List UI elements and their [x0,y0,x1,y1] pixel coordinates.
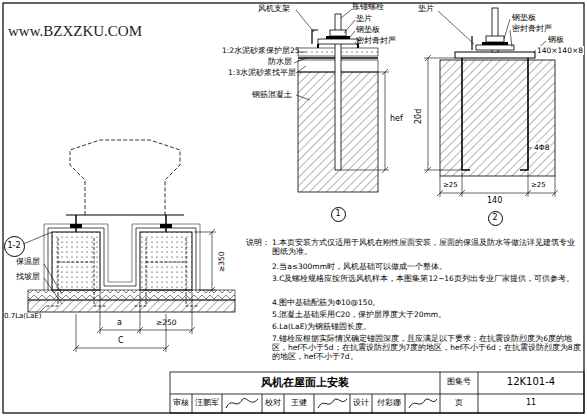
annotation-label: 0.7La(LaE) [4,312,41,320]
note-text: 2.当a≤300mm时，风机基础可以做成一个整体。 [272,262,582,271]
annotation-label: ≥250 [156,318,177,327]
annotation-label: 风机支架 [258,4,290,14]
title-block-cell: 11 [478,398,584,408]
annotation-label: 140 [487,196,502,206]
title-block-cell: 图集号 [440,377,478,387]
note-text: 5.混凝土基础采用C20，保护层厚度大于20mm。 [272,310,582,319]
title-block-cell: 汪鹏军 [192,398,222,407]
callout-circle: 1 [331,207,346,222]
annotation-label: 钢板 [548,35,564,44]
annotation-label: 1:2水泥砂浆保护层25 [222,46,300,55]
annotation-label: 4Φ8 [533,143,550,152]
note-text: 4.图中基础配筋为Φ10@150。 [272,298,582,307]
annotation-label: 密封膏封严 [512,24,552,33]
annotation-label: 垫片 [418,4,434,13]
annotation-label: C [118,336,124,346]
annotation-label: ≥350 [217,251,226,272]
annotation-label: 140×140×8 [536,46,584,55]
annotation-label: 1:3水泥砂浆找平层 [228,68,296,77]
callout-number: 1-2 [7,242,20,250]
title-block-cell: 王健 [284,398,314,407]
annotation-label: hef [389,114,404,124]
title-block-cell: 审核 [170,398,192,407]
title-block-cell: 付彩娜 [372,398,405,407]
note-text: 1.本页安装方式仅适用于风机在刚性屋面安装，屋面的保温及防水等做法详见建筑专业图… [272,238,582,256]
title-block-cell: 校对 [262,398,284,407]
annotation-label: ≥25 [442,181,459,189]
title-block-cell: 页 [440,398,478,407]
annotation-label: 密封膏封严 [356,36,396,45]
annotation-label: 防水层 [268,57,292,66]
note-text: 6.La(LaE)为钢筋锚固长度。 [272,322,582,331]
annotation-label: 胀锚螺栓 [352,2,384,11]
annotation-label: 垫片 [356,14,372,23]
note-text: 7.锚栓应根据实际情况确定锚固深度，且应满足以下要求：在抗震设防烈度为6度的地区… [272,334,582,361]
watermark: www.BZXZKU.COM [8,22,142,40]
title-block-cell: 12K101-4 [478,376,584,388]
callout-circle: 1-2 [4,236,25,257]
drawing-title: 风机在屋面上安装 [170,376,440,389]
title-block-cell: 设计 [350,398,372,407]
annotation-label: 保温层 [16,257,40,266]
callout-circle: 2 [488,211,503,226]
annotation-label: 钢垫板 [512,13,536,22]
annotation-label: 20d [414,109,424,124]
annotation-label: 钢垫板 [356,25,380,34]
annotation-label: a [117,318,122,328]
annotation-label: 钢筋混凝土 [252,90,292,99]
annotation-label: ≥25 [530,181,547,189]
callout-number: 2 [492,214,497,222]
callout-number: 1 [335,210,340,218]
annotation-label: 说明： [246,238,270,247]
note-text: 3.C及螺栓规格应按所选风机样本，本图集第12~16页列出专业厂家提供，可供参考… [272,274,582,283]
annotation-label: 找坡层 [16,272,40,281]
